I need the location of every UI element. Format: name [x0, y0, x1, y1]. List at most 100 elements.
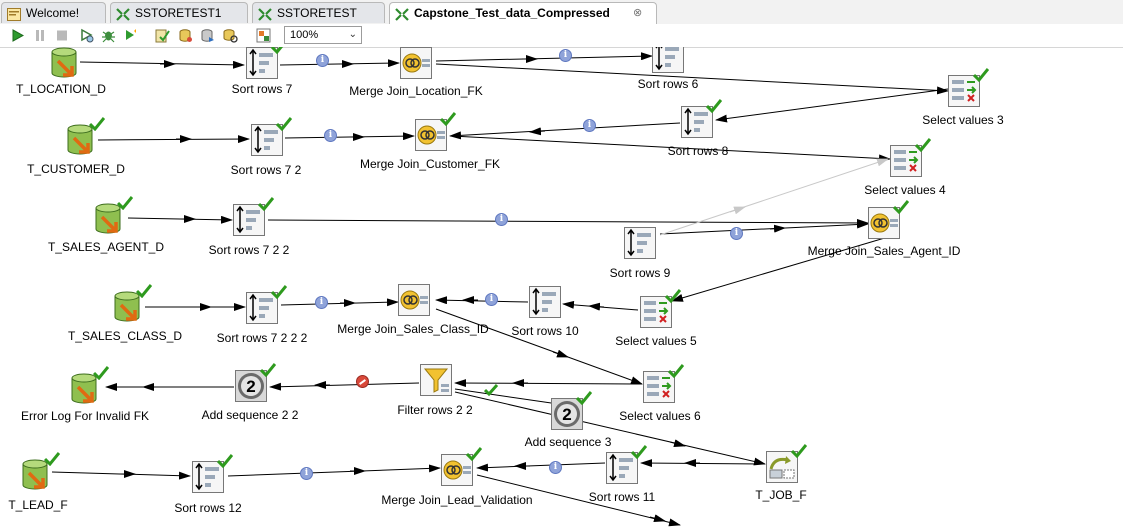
step-error-log-for-invalid-fk[interactable] [68, 366, 109, 405]
step-label: Sort rows 10 [511, 324, 579, 338]
step-label: T_CUSTOMER_D [27, 162, 125, 176]
step-select-values-4[interactable] [890, 138, 931, 177]
svg-text:2: 2 [562, 405, 571, 424]
transformation-icon [116, 7, 130, 21]
check-icon [466, 447, 482, 461]
step-select-values-3[interactable] [948, 68, 989, 107]
error-hop-icon[interactable] [356, 375, 369, 388]
check-icon [117, 196, 133, 210]
hop-info-icon[interactable]: i [324, 129, 337, 142]
hop-info-icon[interactable]: i [583, 119, 596, 132]
step-sort-rows-7-2[interactable] [251, 117, 292, 156]
step-add-sequence-2-2[interactable]: 2 [235, 363, 276, 402]
step-select-values-5[interactable] [640, 289, 681, 328]
pause-icon[interactable] [31, 27, 48, 44]
tab-label: SSTORETEST1 [135, 6, 222, 20]
check-icon [631, 445, 647, 459]
step-label: Sort rows 12 [174, 501, 242, 515]
step-t-sales-class-d[interactable] [111, 284, 152, 323]
step-merge-join-sales-agent-id[interactable] [868, 200, 909, 239]
step-t-lead-f[interactable] [19, 452, 60, 491]
impact-icon[interactable] [177, 27, 194, 44]
tab-label: SSTORETEST [277, 6, 357, 20]
stop-icon[interactable] [53, 27, 70, 44]
hop-info-icon[interactable]: i [495, 213, 508, 226]
check-icon [217, 454, 233, 468]
step-label: Sort rows 7 2 2 2 [216, 331, 308, 345]
tab-sstoretest1[interactable]: SSTORETEST1 [110, 2, 248, 23]
welcome-page-icon [7, 7, 21, 21]
step-sort-rows-8[interactable] [681, 99, 722, 138]
step-t-sales-agent-d[interactable] [92, 196, 133, 235]
step-label: Sort rows 8 [667, 144, 729, 158]
hop-info-icon[interactable]: i [316, 54, 329, 67]
hop-info-icon[interactable]: i [300, 467, 313, 480]
step-label: Sort rows 11 [588, 490, 656, 504]
step-merge-join-customer-fk[interactable] [415, 112, 456, 151]
check-icon [440, 112, 456, 126]
hop-info-icon[interactable]: i [730, 227, 743, 240]
check-icon [791, 444, 807, 458]
check-icon [271, 285, 287, 299]
check-icon [973, 68, 989, 82]
step-sort-rows-7[interactable] [246, 47, 284, 79]
tab-sstoretest[interactable]: SSTORETEST [252, 2, 385, 23]
step-label: Select values 4 [864, 183, 946, 197]
step-merge-join-lead-validation[interactable] [441, 447, 482, 486]
show-results-icon[interactable] [255, 27, 272, 44]
tab-capstone-test-data-compressed[interactable]: Capstone_Test_data_Compressed ⊗ [389, 2, 657, 25]
step-label: Merge Join_Sales_Class_ID [337, 322, 489, 336]
step-label: Merge Join_Customer_FK [359, 157, 501, 171]
step-label: T_SALES_CLASS_D [67, 329, 183, 343]
tab-welcome[interactable]: Welcome! [1, 2, 106, 23]
step-add-sequence-3[interactable]: 2 [551, 391, 592, 430]
transformation-canvas[interactable]: i i i i i i i i i i T_LOCATION_D Sort ro… [0, 47, 1123, 527]
step-sort-rows-11[interactable] [606, 445, 647, 484]
sql-icon[interactable] [199, 27, 216, 44]
step-label: Sort rows 7 2 2 [208, 243, 290, 257]
check-icon [483, 384, 499, 397]
step-label: Sort rows 7 2 [230, 163, 302, 177]
check-icon [136, 284, 152, 298]
step-merge-join-sales-class-id[interactable] [398, 284, 430, 316]
close-icon[interactable]: ⊗ [633, 7, 643, 19]
preview-icon[interactable] [78, 27, 95, 44]
step-sort-rows-12[interactable] [192, 454, 233, 493]
check-icon [276, 117, 292, 131]
zoom-select[interactable]: 100% ⌄ [284, 26, 362, 44]
check-icon [260, 363, 276, 377]
run-icon[interactable] [9, 27, 26, 44]
step-sort-rows-7-2-2[interactable] [233, 197, 274, 236]
replay-icon[interactable] [122, 27, 139, 44]
step-t-location-d[interactable] [48, 47, 80, 79]
zoom-value: 100% [290, 29, 319, 41]
step-label: Sort rows 9 [609, 266, 671, 280]
step-label: Select values 5 [615, 334, 697, 348]
step-sort-rows-10[interactable] [529, 286, 561, 318]
step-t-customer-d[interactable] [64, 117, 105, 156]
step-select-values-6[interactable] [643, 364, 684, 403]
hop-info-icon[interactable]: i [559, 49, 572, 62]
step-sort-rows-6[interactable] [652, 47, 684, 73]
step-sort-rows-9[interactable] [624, 227, 656, 259]
hop-info-icon[interactable]: i [485, 293, 498, 306]
verify-icon[interactable] [154, 27, 171, 44]
transformation-icon [395, 7, 409, 21]
step-merge-join-location-fk[interactable] [400, 47, 432, 79]
step-sort-rows-7-2-2-2[interactable] [246, 285, 287, 324]
step-label: T_SALES_AGENT_D [47, 240, 165, 254]
explore-db-icon[interactable] [222, 27, 239, 44]
step-filter-rows-2-2[interactable] [420, 364, 452, 396]
hop-info-icon[interactable]: i [549, 461, 562, 474]
check-icon [893, 200, 909, 214]
step-label: Merge Join_Lead_Validation [381, 493, 533, 507]
check-icon [706, 99, 722, 113]
check-icon [576, 391, 592, 405]
debug-icon[interactable] [100, 27, 117, 44]
chevron-down-icon: ⌄ [348, 29, 357, 40]
step-t-job-f[interactable] [766, 444, 807, 483]
check-icon [915, 138, 931, 152]
check-icon [271, 47, 287, 54]
transformation-toolbar: 100% ⌄ [0, 24, 1123, 48]
hop-info-icon[interactable]: i [315, 296, 328, 309]
